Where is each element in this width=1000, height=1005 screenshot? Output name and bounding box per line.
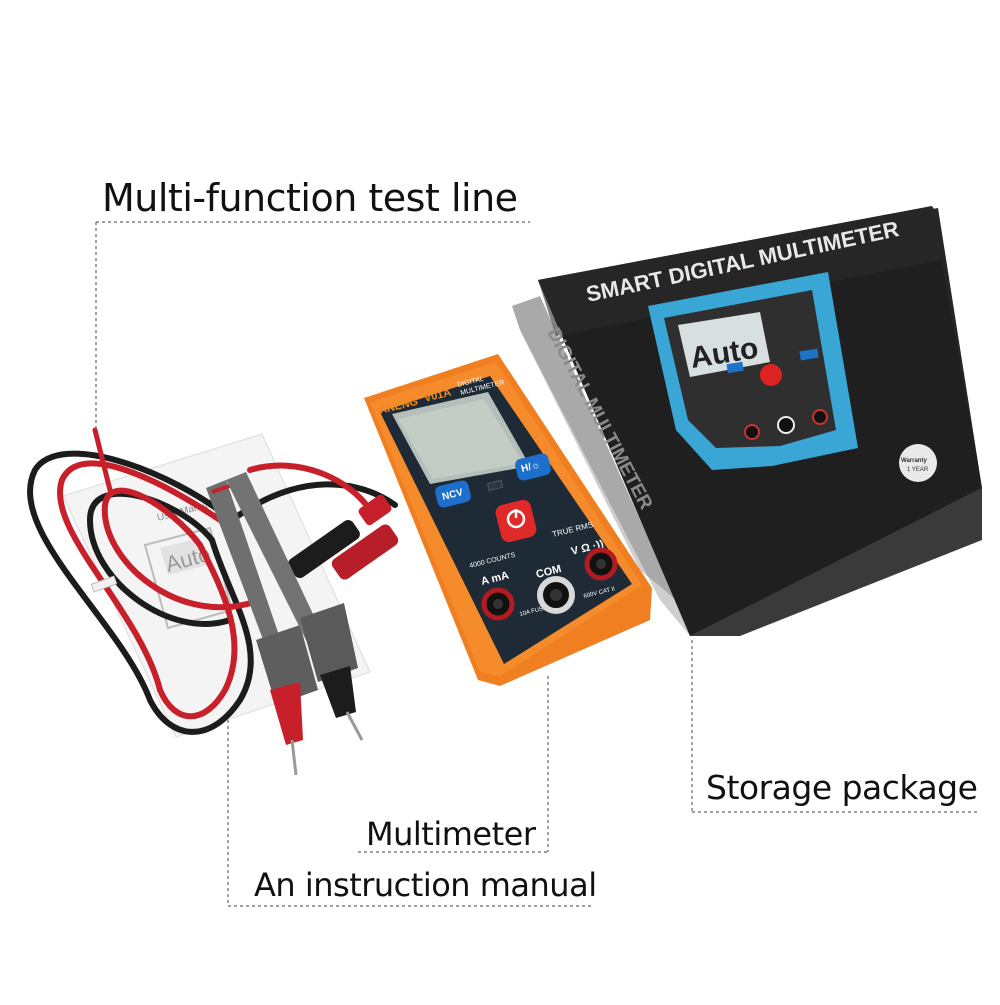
- ncv-button: NCV: [435, 480, 471, 508]
- callout-lines: [95, 221, 978, 907]
- ncv-label: NCV: [441, 487, 464, 503]
- callout-instruction-manual: An instruction manual: [254, 866, 597, 904]
- banana-plugs: [288, 494, 399, 580]
- warranty-line1: Warranty: [901, 458, 927, 464]
- hold-label: H/☼: [520, 460, 541, 475]
- warranty-badge: Warranty 1 YEAR: [899, 444, 937, 482]
- hold-button: H/☼: [515, 453, 551, 481]
- test-leads: [27, 427, 398, 735]
- probe-red: [206, 480, 318, 776]
- callout-multimeter: Multimeter: [366, 815, 536, 853]
- callout-test-line: Multi-function test line: [102, 176, 518, 220]
- jack-amp: [481, 587, 515, 621]
- probe-black: [226, 472, 364, 741]
- power-button: [495, 499, 537, 543]
- box-meter-image: Auto: [648, 272, 858, 470]
- jack-volt: [584, 547, 618, 581]
- warranty-line2: 1 YEAR: [907, 467, 929, 473]
- jack-com: [537, 576, 575, 614]
- callout-storage-package: Storage package: [706, 768, 978, 807]
- multimeter: ANENG V01A DIGITAL MULTIMETER NCV H/☼ 40…: [364, 354, 652, 686]
